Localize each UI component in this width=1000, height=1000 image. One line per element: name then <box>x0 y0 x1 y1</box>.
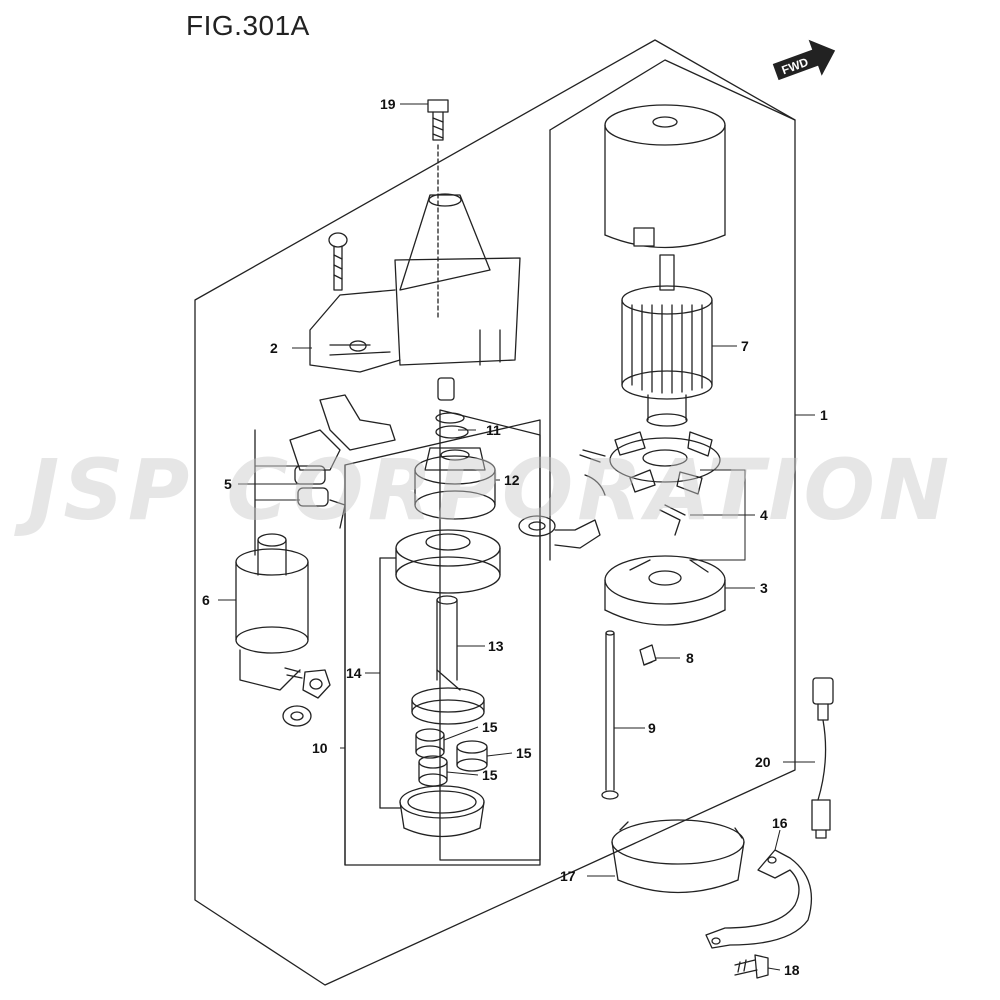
brush-holder-4 <box>579 431 721 536</box>
shaft-13 <box>411 595 485 725</box>
callout-10: 10 <box>312 740 328 756</box>
clutch-subassembly-outline <box>439 409 541 861</box>
bolt-19 <box>427 99 449 141</box>
ring-11a <box>435 412 465 424</box>
callout-16: 16 <box>772 815 788 831</box>
callout-15b: 15 <box>516 745 532 761</box>
fwd-arrow-icon: FWD <box>772 39 836 81</box>
assembly-outline <box>194 39 796 986</box>
callout-14: 14 <box>346 665 362 681</box>
clutch-housing <box>395 529 501 594</box>
screw-8 <box>639 644 657 666</box>
band-17 <box>611 819 745 894</box>
motor-group-outline <box>549 59 796 131</box>
ring-11b <box>435 425 469 439</box>
callout-2: 2 <box>270 340 278 356</box>
callout-18: 18 <box>784 962 800 978</box>
solenoid-6 <box>235 533 309 691</box>
leader-4 <box>690 469 755 561</box>
screw-18 <box>734 954 769 979</box>
callout-19: 19 <box>380 96 396 112</box>
callout-3: 3 <box>760 580 768 596</box>
callout-17: 17 <box>560 868 576 884</box>
callout-12: 12 <box>504 472 520 488</box>
pinion-gear-12 <box>414 447 496 520</box>
leader-15c <box>446 771 479 776</box>
end-cover-3 <box>604 555 726 626</box>
leader-15a <box>443 726 479 741</box>
clamp-strap-16 <box>705 849 812 949</box>
figure-title: FIG.301A <box>186 10 310 41</box>
callout-4: 4 <box>760 507 768 523</box>
callout-5: 5 <box>224 476 232 492</box>
callout-15c: 15 <box>482 767 498 783</box>
leader-15b <box>486 752 513 757</box>
yoke-motor-housing <box>604 104 726 249</box>
callout-20: 20 <box>755 754 771 770</box>
wire-harness-20 <box>811 677 834 839</box>
callout-11: 11 <box>486 422 501 438</box>
armature-7 <box>621 254 713 427</box>
nut-washer <box>282 669 331 727</box>
callout-7: 7 <box>741 338 749 354</box>
callout-13: 13 <box>488 638 504 654</box>
callout-15a: 15 <box>482 719 498 735</box>
leader-18 <box>767 967 781 971</box>
through-bolt-9 <box>601 630 619 800</box>
lever-5 <box>289 394 396 529</box>
callout-9: 9 <box>648 720 656 736</box>
housing-screw <box>328 232 348 291</box>
callout-8: 8 <box>686 650 694 666</box>
brush-lead <box>518 515 601 549</box>
bushing <box>437 377 455 401</box>
callout-6: 6 <box>202 592 210 608</box>
callout-1: 1 <box>820 407 828 423</box>
leader-16 <box>774 829 781 851</box>
ring-gear <box>399 785 485 838</box>
